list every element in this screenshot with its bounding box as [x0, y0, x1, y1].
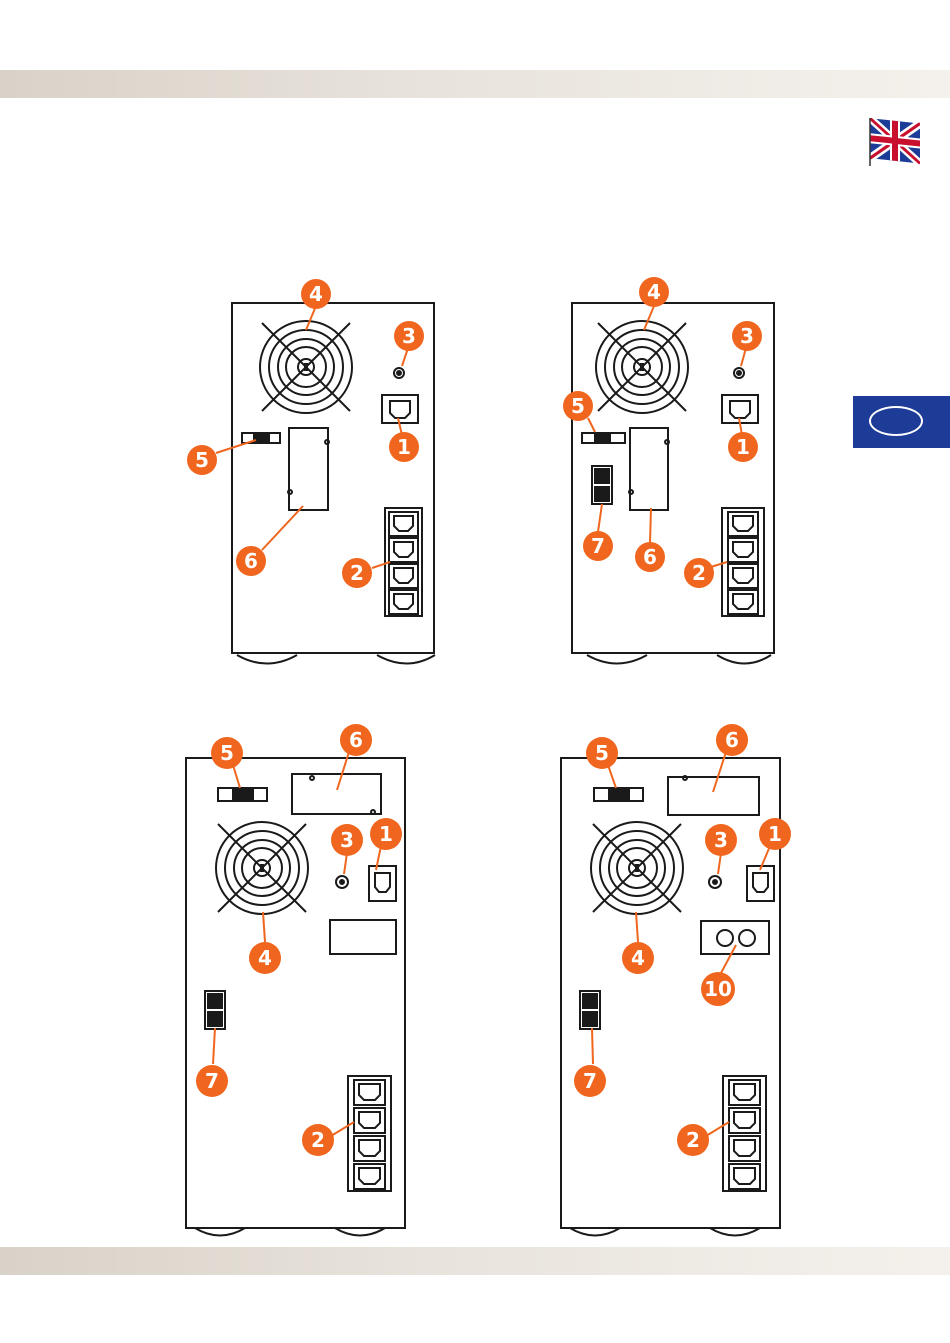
callout-label: 10 [704, 977, 732, 1001]
callout-label: 4 [258, 946, 272, 970]
callout-label: 7 [591, 534, 605, 558]
output-outlets [389, 512, 418, 614]
top-header-band [0, 70, 950, 98]
ups-rear-panel-3: 5 6 3 1 4 7 2 [175, 718, 425, 1243]
callout-label: 5 [220, 741, 234, 765]
callout-label: 5 [571, 394, 585, 418]
callout-label: 1 [768, 822, 782, 846]
output-outlets [728, 512, 758, 614]
callout-label: 1 [397, 435, 411, 459]
callout-label: 2 [311, 1128, 325, 1152]
ups-rear-panel-1: 4 3 5 1 6 2 [170, 270, 460, 670]
callout-label: 6 [244, 549, 258, 573]
ups-rear-panel-2: 4 3 5 1 7 6 2 [555, 270, 795, 670]
cooling-fan-icon [591, 822, 683, 914]
callout-label: 1 [736, 435, 750, 459]
callout-label: 6 [349, 728, 363, 752]
callout-label: 7 [205, 1069, 219, 1093]
language-tab[interactable] [853, 396, 950, 448]
callout-label: 6 [643, 545, 657, 569]
callout-label: 3 [402, 324, 416, 348]
cooling-fan-icon [216, 822, 308, 914]
callout-label: 7 [583, 1069, 597, 1093]
output-outlets [354, 1080, 385, 1189]
callout-label: 4 [631, 946, 645, 970]
callout-label: 3 [714, 828, 728, 852]
output-outlets [729, 1080, 760, 1189]
callout-label: 3 [340, 828, 354, 852]
ups-rear-panel-4: 5 6 3 1 4 10 7 2 [550, 718, 800, 1243]
cooling-fan-icon [260, 321, 352, 413]
callout-label: 5 [595, 741, 609, 765]
callout-label: 1 [379, 822, 393, 846]
callout-label: 2 [692, 561, 706, 585]
callout-label: 6 [725, 728, 739, 752]
callout-label: 2 [686, 1128, 700, 1152]
callout-label: 4 [647, 280, 661, 304]
language-oval-icon [869, 406, 923, 436]
bottom-footer-band [0, 1247, 950, 1275]
cooling-fan-icon [596, 321, 688, 413]
uk-flag-icon[interactable] [868, 118, 920, 166]
callout-label: 4 [309, 282, 323, 306]
callout-label: 2 [350, 561, 364, 585]
callout-label: 3 [740, 324, 754, 348]
callout-label: 5 [195, 448, 209, 472]
